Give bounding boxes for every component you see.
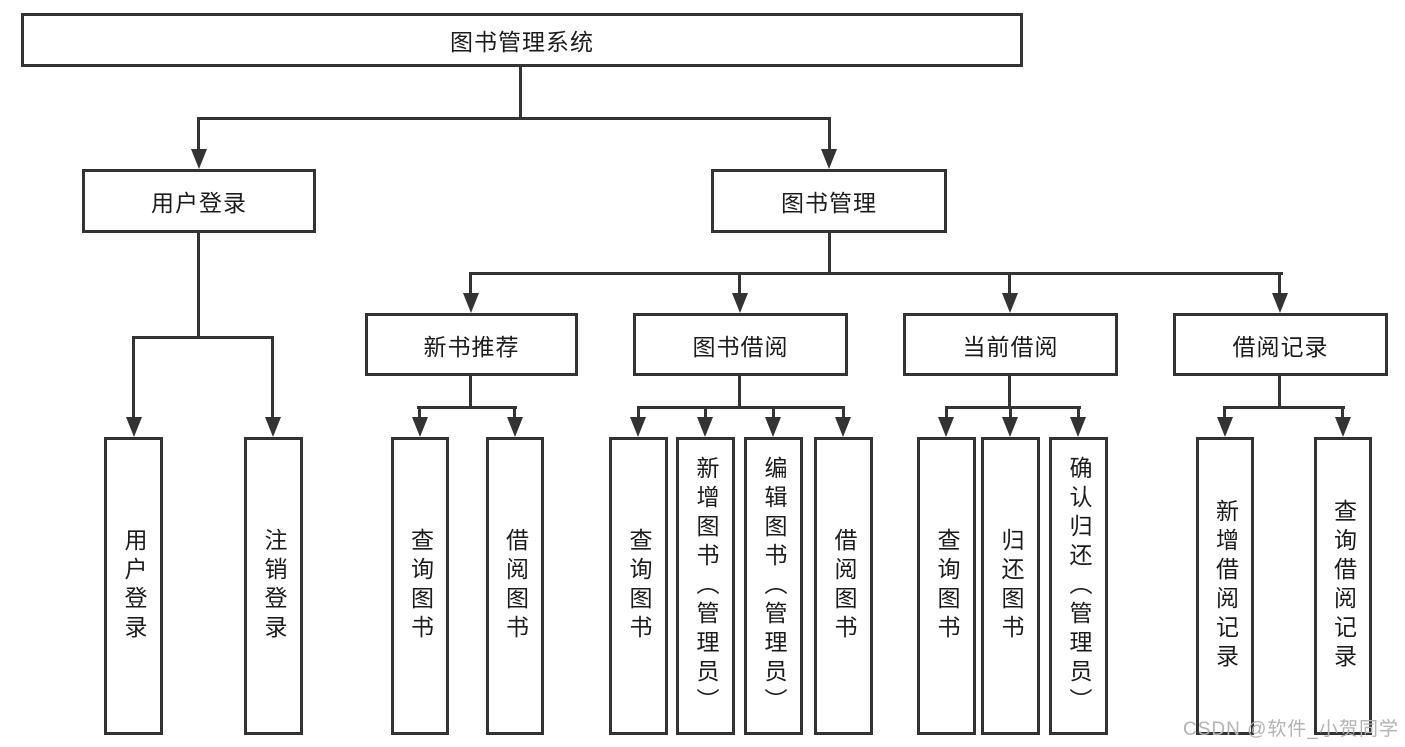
leaf-label: 用户登录 <box>121 528 147 644</box>
leaf-label: 归还图书 <box>998 528 1024 644</box>
leaf-user-login: 用户登录 <box>104 437 163 735</box>
connector-stem-leaf <box>1341 406 1344 420</box>
arrow-down-icon <box>821 149 837 169</box>
connector-current-borrow-trunk <box>1008 376 1011 409</box>
leaf-add-borrow-record: 新增借阅记录 <box>1196 437 1254 735</box>
connector-stem-leaf <box>418 406 421 420</box>
node-user-login: 用户登录 <box>82 169 316 233</box>
connector-borrow-records-trunk <box>1278 376 1281 409</box>
leaf-label: 注销登录 <box>261 528 287 644</box>
leaf-confirm-return-admin: 确认归还（管理员） <box>1049 437 1108 735</box>
arrow-down-icon <box>191 149 207 169</box>
connector-stem-book-management <box>828 117 831 150</box>
arrow-down-icon <box>1002 417 1018 437</box>
node-book-borrow: 图书借阅 <box>633 313 848 376</box>
node-current-borrow-label: 当前借阅 <box>962 333 1059 360</box>
leaf-query-books-current: 查询图书 <box>917 437 976 735</box>
connector-stem-leaf <box>271 336 274 418</box>
leaf-label: 查询图书 <box>934 528 960 644</box>
arrow-down-icon <box>938 417 954 437</box>
leaf-label: 借阅图书 <box>831 528 857 644</box>
connector-new-books-split <box>417 406 517 409</box>
arrow-down-icon <box>1070 417 1086 437</box>
arrow-down-icon <box>835 417 851 437</box>
connector-stem-borrow-records <box>1278 272 1281 294</box>
node-new-book-recommend-label: 新书推荐 <box>423 333 520 360</box>
arrow-down-icon <box>630 417 646 437</box>
node-current-borrow: 当前借阅 <box>903 313 1118 376</box>
arrow-down-icon <box>412 417 428 437</box>
node-root: 图书管理系统 <box>21 13 1023 67</box>
arrow-down-icon <box>507 417 523 437</box>
node-book-management-label: 图书管理 <box>781 190 877 216</box>
node-new-book-recommend: 新书推荐 <box>365 313 578 376</box>
connector-book-borrow-split <box>637 406 845 409</box>
connector-stem-leaf <box>1223 406 1226 420</box>
csdn-watermark: CSDN @软件_小贺同学 <box>1183 719 1399 740</box>
connector-stem-leaf <box>945 406 948 420</box>
arrow-down-icon <box>265 417 281 437</box>
node-borrow-records: 借阅记录 <box>1173 313 1388 376</box>
arrow-down-icon <box>1217 417 1233 437</box>
connector-book-management-split <box>469 272 1283 275</box>
leaf-label: 新增图书（管理员） <box>693 455 719 717</box>
leaf-label: 借阅图书 <box>502 528 529 644</box>
connector-stem-leaf <box>1009 406 1012 420</box>
connector-stem-leaf <box>842 406 845 420</box>
leaf-borrow-books: 借阅图书 <box>814 437 873 735</box>
leaf-borrow-books-recommend: 借阅图书 <box>486 437 544 735</box>
leaf-label: 新增借阅记录 <box>1212 499 1239 673</box>
arrow-down-icon <box>126 417 142 437</box>
arrow-down-icon <box>1002 293 1018 313</box>
arrow-down-icon <box>765 417 781 437</box>
leaf-return-books: 归还图书 <box>981 437 1040 735</box>
leaf-label: 确认归还（管理员） <box>1066 455 1092 717</box>
node-borrow-records-label: 借阅记录 <box>1232 333 1329 360</box>
leaf-query-books-borrow: 查询图书 <box>609 437 668 735</box>
leaf-add-books-admin: 新增图书（管理员） <box>676 437 735 735</box>
node-user-login-label: 用户登录 <box>151 190 247 216</box>
leaf-query-books-recommend: 查询图书 <box>391 437 449 735</box>
connector-user-login-trunk <box>197 233 200 338</box>
arrow-down-icon <box>1335 417 1351 437</box>
leaf-label: 查询图书 <box>407 528 434 644</box>
connector-user-login-split <box>132 336 274 339</box>
node-book-borrow-label: 图书借阅 <box>692 333 789 360</box>
connector-book-management-trunk <box>828 233 831 275</box>
leaf-label: 查询图书 <box>626 528 652 644</box>
arrow-down-icon <box>463 293 479 313</box>
leaf-edit-books-admin: 编辑图书（管理员） <box>744 437 803 735</box>
connector-stem-leaf <box>1077 406 1080 420</box>
leaf-query-borrow-record: 查询借阅记录 <box>1314 437 1372 735</box>
arrow-down-icon <box>732 293 748 313</box>
connector-root-split <box>197 117 831 120</box>
connector-stem-user-login <box>197 117 200 150</box>
node-root-label: 图书管理系统 <box>450 29 594 55</box>
connector-book-borrow-trunk <box>738 376 741 409</box>
arrow-down-icon <box>1272 293 1288 313</box>
connector-stem-leaf <box>772 406 775 420</box>
connector-stem-leaf <box>132 336 135 418</box>
leaf-logout: 注销登录 <box>244 437 303 735</box>
node-book-management: 图书管理 <box>711 169 947 233</box>
connector-stem-leaf <box>637 406 640 420</box>
leaf-label: 编辑图书（管理员） <box>761 455 787 717</box>
connector-stem-new-books <box>469 272 472 294</box>
connector-new-books-trunk <box>469 376 472 409</box>
connector-stem-leaf <box>704 406 707 420</box>
connector-current-borrow-split <box>945 406 1081 409</box>
connector-stem-book-borrow <box>738 272 741 294</box>
connector-stem-current-borrow <box>1008 272 1011 294</box>
connector-borrow-records-split <box>1224 406 1345 409</box>
leaf-label: 查询借阅记录 <box>1330 499 1357 673</box>
connector-stem-leaf <box>513 406 516 420</box>
arrow-down-icon <box>697 417 713 437</box>
connector-root-trunk <box>519 67 522 119</box>
